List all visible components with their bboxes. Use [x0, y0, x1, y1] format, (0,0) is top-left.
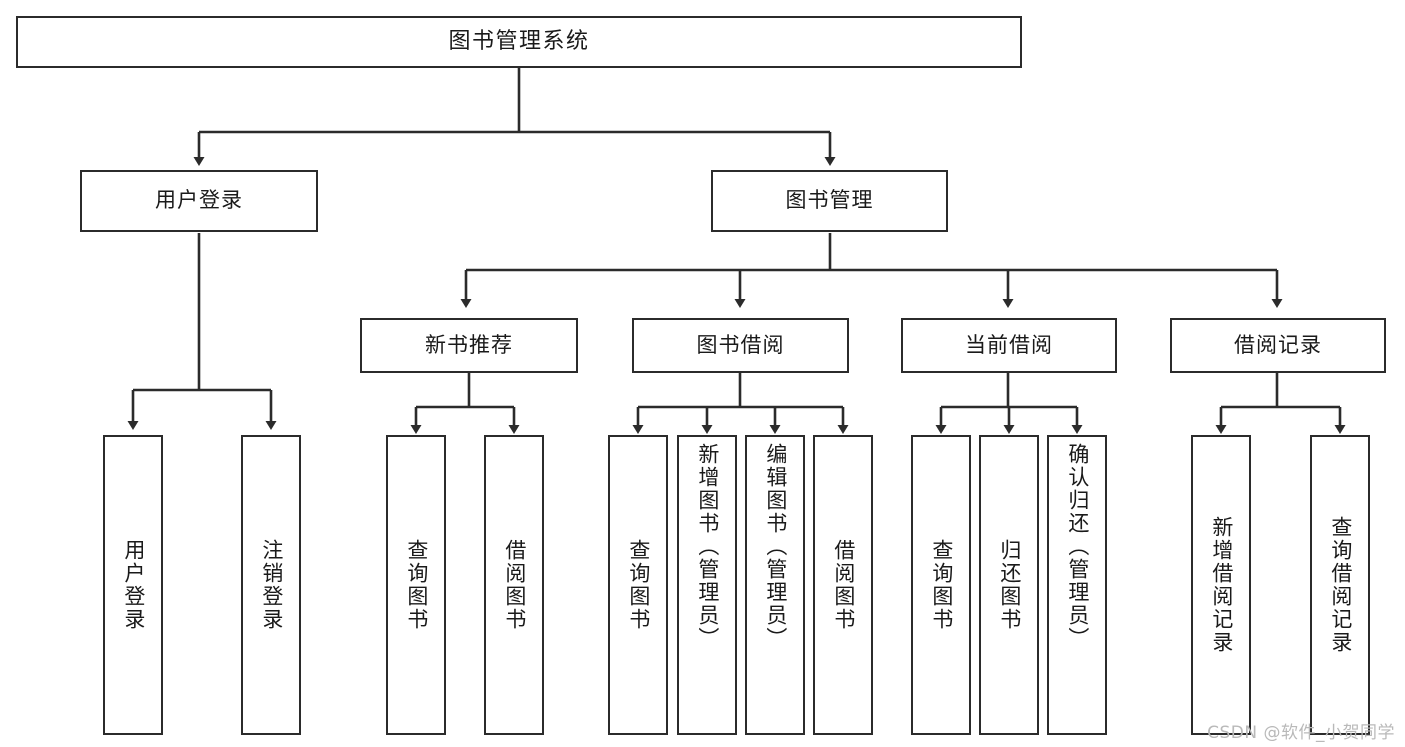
- node-label: 图书借阅: [696, 332, 785, 357]
- leaf-query-book-newbook[interactable]: 查询图书: [386, 435, 446, 735]
- leaf-query-book-borrow[interactable]: 查询图书: [608, 435, 668, 735]
- leaf-user-login[interactable]: 用户登录: [103, 435, 163, 735]
- node-current-borrow[interactable]: 当前借阅: [901, 318, 1117, 373]
- leaf-query-borrow-record[interactable]: 查询借阅记录: [1310, 435, 1370, 735]
- watermark: CSDN @软件_小贺同学: [1207, 723, 1395, 743]
- node-label: 注销登录: [259, 539, 284, 631]
- leaf-edit-book-admin[interactable]: 编辑图书（管理员）: [745, 435, 805, 735]
- node-label: 图书管理系统: [448, 28, 590, 54]
- leaf-return-book[interactable]: 归还图书: [979, 435, 1039, 735]
- node-label: 借阅图书: [831, 539, 856, 631]
- node-label: 新书推荐: [425, 332, 513, 357]
- node-label: 查询图书: [626, 539, 651, 631]
- node-root-system[interactable]: 图书管理系统: [16, 16, 1022, 68]
- leaf-borrow-book-newbook[interactable]: 借阅图书: [484, 435, 544, 735]
- node-label: 归还图书: [997, 539, 1022, 631]
- node-book-management[interactable]: 图书管理: [711, 170, 948, 232]
- leaf-logout[interactable]: 注销登录: [241, 435, 301, 735]
- node-label: 图书管理: [785, 188, 874, 213]
- node-label: 用户登录: [155, 188, 243, 213]
- node-label: 当前借阅: [965, 332, 1053, 357]
- leaf-query-book-current[interactable]: 查询图书: [911, 435, 971, 735]
- node-label: 新增图书（管理员）: [695, 443, 720, 650]
- node-label: 查询图书: [404, 539, 429, 631]
- node-book-borrow[interactable]: 图书借阅: [632, 318, 849, 373]
- node-label: 借阅记录: [1234, 332, 1322, 357]
- node-label: 确认归还（管理员）: [1065, 443, 1090, 650]
- leaf-borrow-book[interactable]: 借阅图书: [813, 435, 873, 735]
- node-label: 查询图书: [929, 539, 954, 631]
- leaf-add-book-admin[interactable]: 新增图书（管理员）: [677, 435, 737, 735]
- leaf-add-borrow-record[interactable]: 新增借阅记录: [1191, 435, 1251, 735]
- node-label: 借阅图书: [502, 539, 527, 631]
- node-user-login[interactable]: 用户登录: [80, 170, 318, 232]
- leaf-confirm-return-admin[interactable]: 确认归还（管理员）: [1047, 435, 1107, 735]
- node-label: 用户登录: [121, 539, 146, 631]
- node-label: 编辑图书（管理员）: [763, 443, 788, 650]
- node-label: 查询借阅记录: [1328, 516, 1353, 654]
- node-borrow-record[interactable]: 借阅记录: [1170, 318, 1386, 373]
- node-new-book-recommend[interactable]: 新书推荐: [360, 318, 578, 373]
- node-label: 新增借阅记录: [1209, 516, 1234, 654]
